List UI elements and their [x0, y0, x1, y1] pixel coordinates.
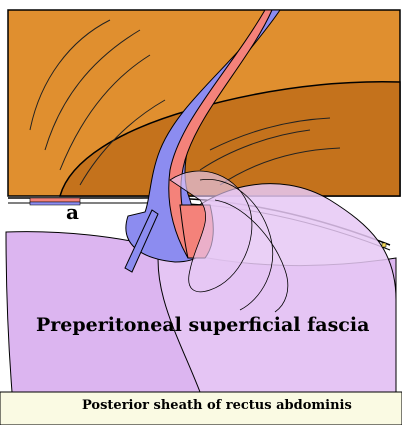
- posterior-sheath-label: Posterior sheath of rectus abdominis: [82, 398, 352, 413]
- panel-letter-label: a: [66, 200, 79, 224]
- preperitoneal-fascia-label: Preperitoneal superficial fascia: [36, 314, 369, 336]
- edge-marker: [382, 243, 386, 247]
